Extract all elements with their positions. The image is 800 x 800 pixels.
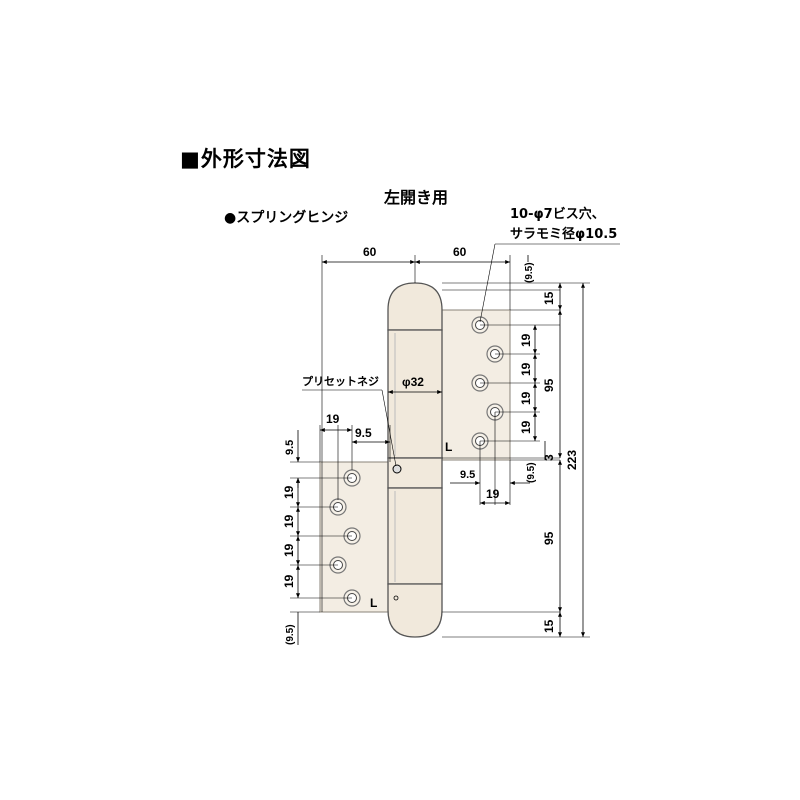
hole-note-line1: 10-φ7ビス穴、	[510, 207, 605, 222]
dim-upper-19-horizontal: 19	[486, 487, 500, 501]
dim-right-paren: (9.5)	[526, 462, 537, 483]
pin-hole	[393, 595, 399, 601]
dim-left-19-d: 19	[282, 574, 296, 588]
dim-lower-95-horizontal: 9.5	[355, 426, 372, 440]
preset-screw	[392, 464, 402, 474]
hand-mark-upper: L	[445, 440, 452, 454]
section-title: ■外形寸法図	[180, 147, 311, 171]
dim-leaf-width-left: 60	[363, 245, 377, 259]
dim-lower-left-95: 9.5	[284, 440, 296, 455]
dim-top-offset: (9.5)	[524, 262, 535, 283]
dim-right-19-c: 19	[519, 391, 533, 405]
dim-bottom-15: 15	[542, 619, 556, 633]
dim-upper-95-horizontal: 9.5	[460, 469, 475, 481]
dim-barrel-diameter: φ32	[402, 375, 424, 389]
preset-screw-label: プリセットネジ	[302, 374, 379, 388]
subtitle: 左開き用	[384, 188, 449, 207]
hole-note-line2: サラモミ径φ10.5	[510, 227, 618, 242]
hole-note: 10-φ7ビス穴、 サラモミ径φ10.5	[510, 205, 617, 245]
dim-left-19-b: 19	[282, 514, 296, 528]
dim-leaf-width-right: 60	[453, 245, 467, 259]
dim-left-19-a: 19	[282, 485, 296, 499]
dim-right-3: 3	[542, 454, 556, 461]
dim-lower-19-horizontal: 19	[326, 412, 340, 426]
hand-mark-lower: L	[370, 596, 377, 610]
dim-right-19-b: 19	[519, 362, 533, 376]
dim-right-95-upper: 95	[542, 378, 556, 392]
product-label: ●スプリングヒンジ	[224, 210, 349, 226]
hinge-barrel	[387, 282, 443, 638]
dim-left-19-c: 19	[282, 543, 296, 557]
dim-right-95-lower: 95	[542, 531, 556, 545]
dim-top-15: 15	[542, 291, 556, 305]
dim-right-19-d: 19	[519, 420, 533, 434]
dim-overall-223: 223	[565, 450, 579, 470]
dim-left-bottom-paren: (9.5)	[285, 624, 296, 645]
dim-right-19-a: 19	[519, 333, 533, 347]
